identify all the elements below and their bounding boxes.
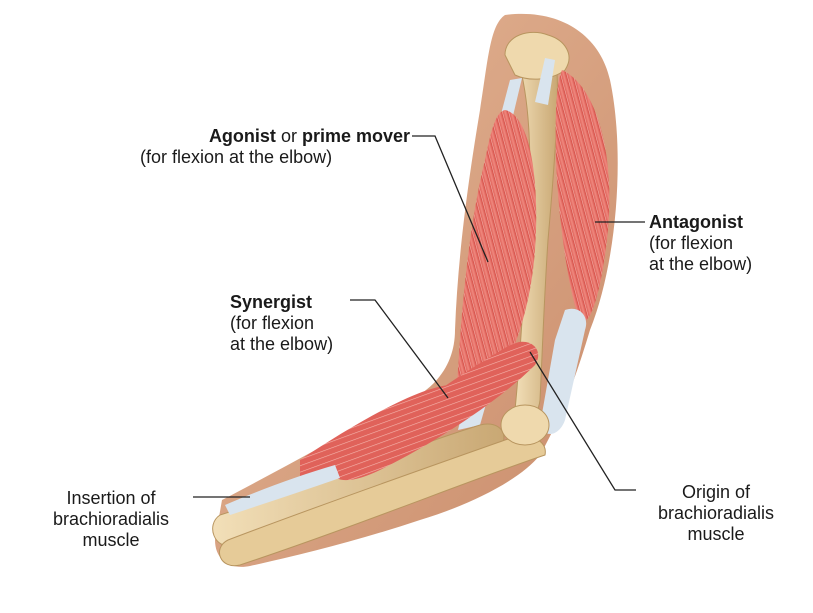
ulna-bone xyxy=(218,436,546,567)
synergist-label: Synergist (for flexion at the elbow) xyxy=(230,292,360,355)
insertion-line1: Insertion of xyxy=(66,488,156,508)
origin-leader xyxy=(529,351,636,491)
agonist-note: (for flexion at the elbow) xyxy=(140,147,333,167)
agonist-label: Agonist or prime mover (for flexion at t… xyxy=(140,126,410,168)
brachioradialis-tendon xyxy=(225,465,340,515)
origin-line2: brachioradialis xyxy=(657,503,775,523)
synergist-line3: at the elbow) xyxy=(230,334,334,354)
elbow-joint xyxy=(500,404,550,446)
antagonist-term: Antagonist xyxy=(649,212,743,232)
antagonist-line2: (for flexion xyxy=(649,233,734,253)
agonist-label-line1: Agonist or prime mover xyxy=(140,126,410,147)
upper-tendon-left xyxy=(500,78,522,120)
triceps-tendon xyxy=(540,308,587,435)
antagonist-label: Antagonist (for flexion at the elbow) xyxy=(649,212,799,275)
agonist-connector: or xyxy=(275,126,302,146)
origin-label: Origin of brachioradialis muscle xyxy=(636,482,796,545)
origin-line3: muscle xyxy=(687,524,745,544)
insertion-line3: muscle xyxy=(82,530,140,550)
leader-lines xyxy=(193,135,645,498)
agonist-term: Agonist xyxy=(208,126,276,146)
antagonist-line3: at the elbow) xyxy=(649,254,753,274)
synergist-term: Synergist xyxy=(230,292,313,312)
prime-mover-term: prime mover xyxy=(301,126,410,146)
triceps-muscle xyxy=(555,70,610,322)
biceps-muscle xyxy=(457,110,537,404)
synergist-leader xyxy=(350,299,449,399)
insertion-label: Insertion of brachioradialis muscle xyxy=(36,488,186,551)
origin-line1: Origin of xyxy=(681,482,751,502)
upper-tendon xyxy=(535,58,555,105)
synergist-line2: (for flexion xyxy=(230,313,315,333)
insertion-line2: brachioradialis xyxy=(52,509,170,529)
agonist-leader xyxy=(412,135,489,263)
forearm-muscle xyxy=(300,384,464,480)
